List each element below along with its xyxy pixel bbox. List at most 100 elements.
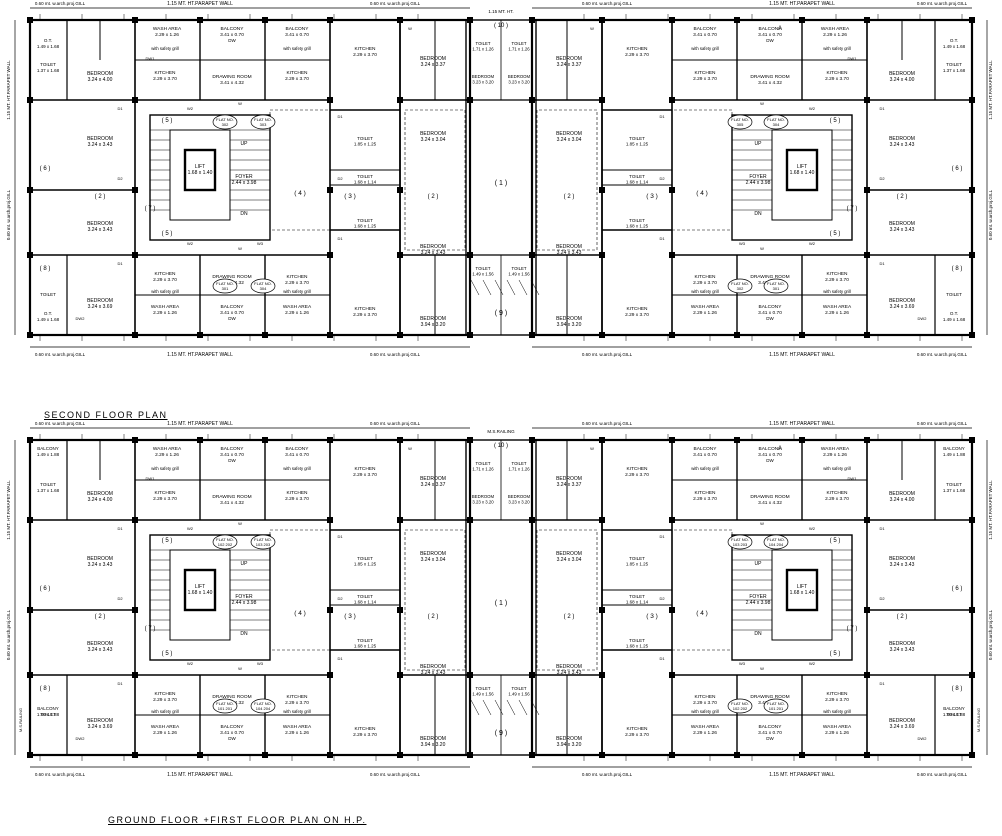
kitchen-top-name: KITCHEN — [154, 490, 176, 496]
safety-grill-note-b: with safety grill — [823, 289, 851, 294]
bedroom-a-size: 3.24 x 4.00 — [890, 77, 915, 83]
column — [864, 17, 870, 23]
toilet-corridor-3-name: TOILET — [357, 638, 373, 643]
column — [132, 97, 138, 103]
flat-tag-tc-tag-outline — [250, 534, 276, 550]
drawing-room-top-size: 3.41 x 4.32 — [758, 500, 782, 506]
dw-label-bottom: DW — [766, 736, 774, 741]
door-mark-6: D2 — [659, 176, 665, 181]
foyer-name: FOYER — [235, 594, 253, 600]
column — [734, 17, 740, 23]
zone-5-lower: ( 5 ) — [162, 231, 173, 237]
flat-tag-bl-flat-number: 101 201 — [218, 706, 233, 711]
bedroom-d-name: BEDROOM — [87, 718, 113, 724]
flat-tag-br2-tag-outline — [763, 698, 789, 714]
balcony-bottom-size: 3.41 x 0.70 — [758, 730, 782, 736]
column — [969, 607, 975, 613]
kitchen-top-2-size: 2.29 x 3.70 — [693, 76, 717, 82]
column — [27, 97, 33, 103]
stair-up-label: UP — [755, 141, 763, 147]
balcony-top-size: 3.41 x 0.70 — [758, 452, 782, 458]
column — [969, 517, 975, 523]
ot-label: O.T. — [44, 38, 52, 43]
flat-tag-tr1-flat-label: FLAT NO. — [731, 537, 749, 542]
drawing-room-bottom-name: DRAWING ROOM — [750, 694, 789, 700]
kitchen-top-name: KITCHEN — [826, 490, 848, 496]
column — [397, 517, 403, 523]
column — [327, 607, 333, 613]
kitchen-top-name: KITCHEN — [826, 70, 848, 76]
parapet-side-label: 1.15 MT. HT.PARAPET WALL — [6, 480, 11, 540]
lift-size: 1.68 x 1.40 — [790, 170, 815, 176]
wash-area-bottom-size: 2.29 x 1.26 — [153, 730, 177, 736]
ot-size-lower: 1.49 x 1.68 — [37, 317, 60, 322]
projection-label-top-right: 0.60 mt. w.arch.proj.GILL — [370, 421, 421, 426]
bedroom-d-name: BEDROOM — [87, 298, 113, 304]
bedroom-c-name: BEDROOM — [87, 221, 113, 227]
projection-side-label: 0.60 mt. w.arch.proj.GILL — [988, 189, 993, 240]
flat-tag-tr2-tag-outline — [763, 114, 789, 130]
safety-grill-note-2: with safety grill — [283, 46, 311, 51]
safety-grill-note: with safety grill — [823, 466, 851, 471]
column — [397, 187, 403, 193]
balcony-top-2-size: 3.41 x 0.70 — [693, 452, 717, 458]
safety-grill-note: with safety grill — [823, 46, 851, 51]
door-mark-11: DW1 — [146, 56, 156, 61]
column — [599, 752, 605, 758]
stair-down-label: DN — [240, 211, 248, 217]
zone-5-lower: ( 5 ) — [830, 231, 841, 237]
projection-label-top: 0.60 mt. w.arch.proj.GILL — [35, 421, 86, 426]
bedroom-g-size: 3.24 x 3.43 — [421, 250, 446, 256]
column — [327, 17, 333, 23]
door-mark-2: D1 — [117, 681, 123, 686]
kitchen-bottom-name: KITCHEN — [826, 271, 848, 277]
balcony-side-size-lower: 1.49 x 1.88 — [37, 712, 60, 717]
column — [669, 752, 675, 758]
column — [669, 607, 675, 613]
projection-side-label: 0.60 mt. w.arch.proj.GILL — [6, 609, 11, 660]
door-mark-9: W — [760, 666, 764, 671]
zone-2-right: ( 2 ) — [428, 194, 439, 200]
flat-tag-br1-flat-label: FLAT NO. — [731, 701, 749, 706]
center-toilet-bottom-left-size: 1.49 x 1.56 — [472, 691, 494, 696]
left-wing: 1.15 MT. HT.PARAPET WALL 0.60 mt. w.arch.… — [6, 421, 473, 778]
column — [132, 672, 138, 678]
bedroom-b-name: BEDROOM — [87, 136, 113, 142]
center-toilet-bottom-right-size: 1.49 x 1.56 — [508, 271, 530, 276]
lift-size: 1.68 x 1.40 — [188, 170, 213, 176]
zone-6: ( 6 ) — [40, 586, 51, 592]
flat-tag-tl-flat-label: FLAT NO. — [216, 117, 234, 122]
zone-9: ( 9 ) — [495, 310, 507, 317]
toilet-corridor-3-size: 1.68 x 1.25 — [626, 644, 649, 649]
stair-down-label: DN — [754, 211, 762, 217]
toilet-corridor-size: 1.85 x 1.25 — [354, 562, 377, 567]
flat-tag-br2-flat-label: FLAT NO. — [767, 701, 785, 706]
balcony-top-2-size: 3.41 x 0.70 — [285, 32, 309, 38]
kitchen-right-bottom-size: 2.29 x 3.70 — [625, 312, 649, 318]
wash-area-bottom-name: WASH AREA — [823, 304, 852, 310]
zone-5: ( 5 ) — [162, 538, 173, 544]
bedroom-b-name: BEDROOM — [87, 556, 113, 562]
column — [132, 332, 138, 338]
door-mark-3: W2 — [187, 106, 194, 111]
flat-tag-br2-tag-outline — [763, 278, 789, 294]
dw-label-bottom: DW — [228, 316, 236, 321]
wash-area-bottom-name: WASH AREA — [823, 724, 852, 730]
zone-4: ( 4 ) — [294, 190, 306, 197]
kitchen-top-2-name: KITCHEN — [694, 70, 716, 76]
door-mark-1: D2 — [879, 596, 885, 601]
projection-label-bottom: 0.60 mt. w.arch.proj.GILL — [35, 772, 86, 777]
wash-area-bottom-2-size: 2.29 x 1.26 — [285, 730, 309, 736]
center-toilet-bottom-right-size: 1.49 x 1.56 — [508, 691, 530, 696]
zone-8: ( 8 ) — [952, 266, 963, 272]
door-mark-3: W2 — [809, 526, 816, 531]
toilet-corridor-2-size: 1.68 x 1.14 — [626, 180, 649, 185]
center-toilet-bottom-right-name: TOILET — [512, 266, 527, 271]
bedroom-c-size: 3.24 x 3.43 — [88, 647, 113, 653]
stair-up-label: UP — [755, 561, 763, 567]
door-mark-7: D1 — [337, 656, 343, 661]
section-mark-a: A — [778, 26, 782, 32]
